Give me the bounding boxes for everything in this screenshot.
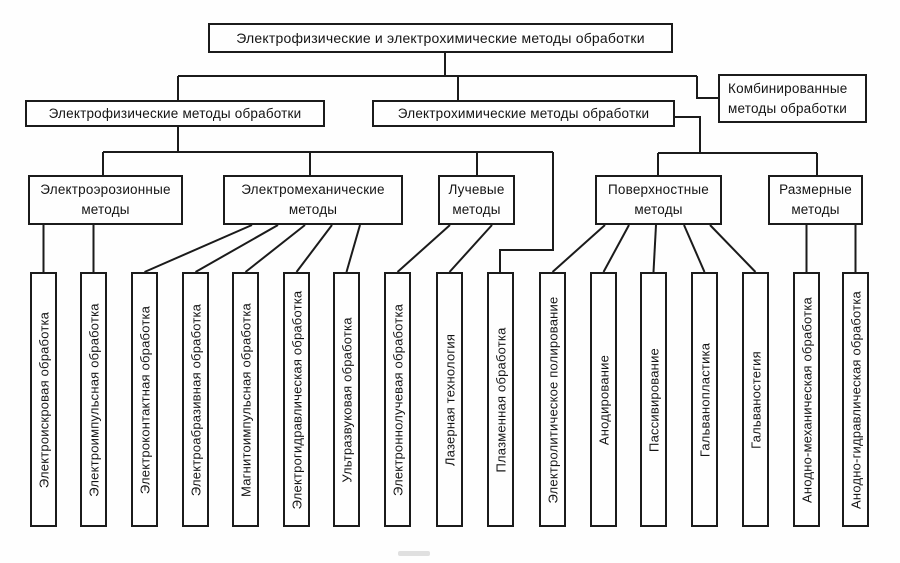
leaf-electron-beam-processing: Электроннолучевая обработка (384, 272, 411, 527)
leaf-label: Гальваностегия (748, 350, 763, 449)
leaf-label: Лазерная технология (442, 333, 457, 466)
node-electromechanical-methods: Электромеханические методы (223, 175, 403, 225)
node-label: Электрофизические и электрохимические ме… (236, 29, 645, 46)
leaf-laser-technology: Лазерная технология (436, 272, 463, 527)
leaf-label: Электроконтактная обработка (137, 305, 152, 494)
node-label: Электроэрозионные методы (40, 182, 171, 217)
connector-leaf-15 (709, 224, 757, 273)
leaf-electrospark-processing: Электроискровая обработка (30, 272, 57, 527)
connector-leaf-4 (195, 224, 279, 273)
node-label: Электрофизические методы обработки (48, 105, 302, 121)
leaf-label: Электрогидравлическая обработка (289, 290, 304, 509)
connector-leaf-13 (652, 224, 657, 273)
leaf-label: Электроискровая обработка (36, 311, 51, 488)
leaf-label: Гальванопластика (697, 342, 712, 457)
node-electroerosion-methods: Электроэрозионные методы (28, 175, 183, 225)
node-dimensional-methods: Размерные методы (768, 175, 863, 225)
node-label: Поверхностные методы (607, 182, 709, 217)
leaf-label: Электроимпульсная обработка (86, 302, 101, 497)
node-label: Лучевые методы (448, 182, 505, 217)
leaf-electropulse-processing: Электроимпульсная обработка (80, 272, 107, 527)
connector-leaf-9 (448, 224, 493, 273)
leaf-anodic-hydraulic-processing: Анодно-гидравлическая обработка (842, 272, 869, 527)
connector-leaf-6 (295, 224, 333, 273)
leaf-label: Анодно-механическая обработка (799, 296, 814, 503)
leaf-label: Электроабразивная обработка (188, 303, 203, 496)
leaf-label: Анодирование (596, 354, 611, 445)
leaf-label: Магнитоимпульсная обработка (238, 302, 253, 497)
leaf-label: Электролитическое полирование (545, 296, 560, 503)
connector-leaf-5 (244, 224, 306, 273)
node-label: Комбинированные методы обработки (728, 80, 848, 116)
node-label: Электромеханические методы (241, 182, 385, 217)
leaf-electroforming: Гальванопластика (691, 272, 718, 527)
node-label: Размерные методы (779, 182, 852, 217)
leaf-electroplating: Гальваностегия (742, 272, 769, 527)
leaf-label: Пассивирование (646, 347, 661, 452)
leaf-magnetic-pulse-processing: Магнитоимпульсная обработка (232, 272, 259, 527)
leaf-label: Ультразвуковая обработка (339, 316, 354, 483)
leaf-plasma-processing: Плазменная обработка (487, 272, 514, 527)
leaf-ultrasonic-processing: Ультразвуковая обработка (333, 272, 360, 527)
connector-leaf-11 (551, 224, 606, 273)
connector-leaf-8 (396, 224, 451, 273)
connector-leaf-12 (602, 224, 630, 273)
connector-leaf-14 (683, 224, 706, 273)
node-electrochemical-methods: Электрохимические методы обработки (372, 100, 675, 127)
connector-leaf-3 (144, 224, 253, 273)
leaf-electrocontact-processing: Электроконтактная обработка (131, 272, 158, 527)
leaf-label: Плазменная обработка (493, 326, 508, 473)
connector-elbow-comb (696, 76, 718, 99)
leaf-electrohydraulic-processing: Электрогидравлическая обработка (283, 272, 310, 527)
node-combined-methods: Комбинированные методы обработки (718, 74, 867, 123)
faded-caption-artifact (398, 551, 430, 556)
node-root-methods: Электрофизические и электрохимические ме… (208, 23, 673, 53)
node-electrophysical-methods: Электрофизические методы обработки (25, 100, 325, 127)
node-label: Электрохимические методы обработки (397, 105, 650, 121)
leaf-anodizing: Анодирование (590, 272, 617, 527)
leaf-label: Анодно-гидравлическая обработка (848, 290, 863, 509)
node-surface-methods: Поверхностные методы (595, 175, 722, 225)
leaf-label: Электроннолучевая обработка (390, 303, 405, 496)
leaf-electrolytic-polishing: Электролитическое полирование (539, 272, 566, 527)
connector-leaf-7 (345, 224, 361, 273)
leaf-anodic-mechanical-processing: Анодно-механическая обработка (793, 272, 820, 527)
node-beam-methods: Лучевые методы (438, 175, 515, 225)
leaf-electroabrasive-processing: Электроабразивная обработка (182, 272, 209, 527)
connector-elbow-plasma (499, 152, 554, 272)
connector-chem-elbow (675, 116, 701, 153)
leaf-passivation: Пассивирование (640, 272, 667, 527)
